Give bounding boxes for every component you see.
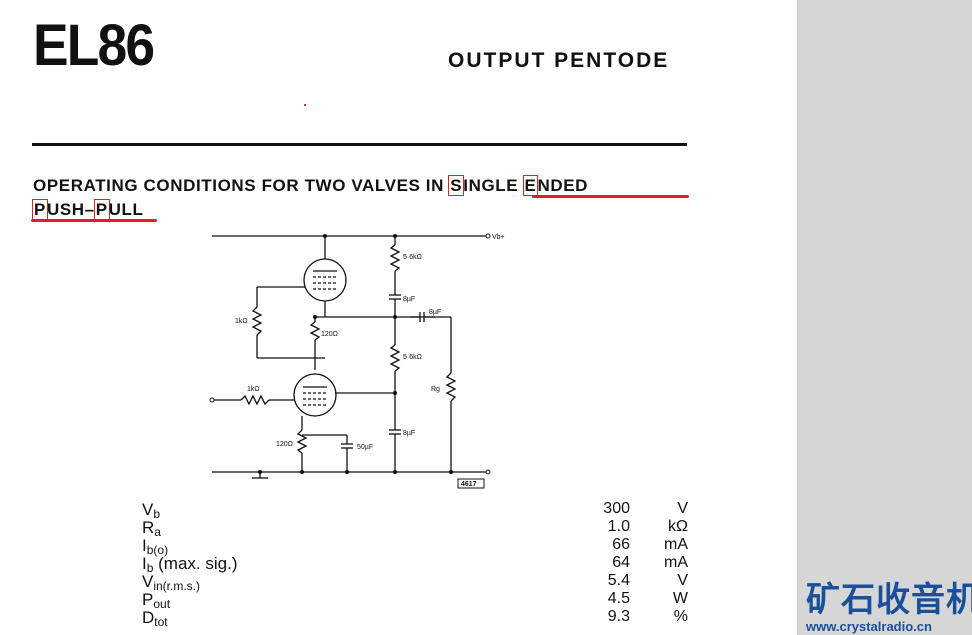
param-row: Pout 4.5 W <box>142 590 688 611</box>
label-c-8uf-bot: 8µF <box>403 430 415 437</box>
red-underline <box>31 219 157 222</box>
label-rg: Rg <box>431 386 440 393</box>
label-c-8uf-top: 8µF <box>403 296 415 303</box>
viewer-side-panel <box>797 0 972 635</box>
param-row: Ib (max. sig.) 64 mA <box>142 554 688 575</box>
highlight-letter: P <box>93 199 110 220</box>
label-r-120-bot: 120Ω <box>276 441 293 448</box>
param-row: Ra 1.0 kΩ <box>142 518 688 539</box>
page-title: EL86 <box>33 13 155 78</box>
label-r-1k-left: 1kΩ <box>235 318 248 325</box>
param-row: Vin(r.m.s.) 5.4 V <box>142 572 688 593</box>
site-watermark: 矿石收音机 www.crystalradio.cn <box>806 572 972 634</box>
watermark-url: www.crystalradio.cn <box>806 619 932 634</box>
section-heading: OPERATING CONDITIONS FOR TWO VALVES IN S… <box>32 175 589 220</box>
param-row: Vb 300 V <box>142 500 688 521</box>
label-vb: Vb+ <box>492 234 505 241</box>
label-r-120-mid: 120Ω <box>321 331 338 338</box>
highlight-letter: S <box>448 175 465 196</box>
watermark-chinese: 矿石收音机 <box>806 580 972 620</box>
stray-mark <box>304 104 306 106</box>
param-row: Ib(o) 66 mA <box>142 536 688 557</box>
label-c-50uf: 50µF <box>357 444 373 451</box>
circuit-schematic: Vb+ 5·6kΩ 8µF 1kΩ 120Ω 8µF 5·6kΩ Rg 1kΩ … <box>209 233 505 489</box>
header-rule <box>32 143 687 146</box>
param-row: Dtot 9.3 % <box>142 608 688 629</box>
label-r-5k6-top: 5·6kΩ <box>403 254 422 261</box>
page-subtitle: OUTPUT PENTODE <box>448 49 670 72</box>
highlight-letter: P <box>32 199 48 220</box>
label-c-8uf-out: 8µF <box>429 309 441 316</box>
highlight-letter: E <box>522 175 539 196</box>
label-r-5k6-mid: 5·6kΩ <box>403 354 422 361</box>
datasheet-page: EL86 OUTPUT PENTODE OPERATING CONDITIONS… <box>31 13 689 629</box>
figure-ref: 4617 <box>461 481 477 488</box>
label-r-1k-in: 1kΩ <box>247 386 260 393</box>
red-underline <box>532 195 689 198</box>
